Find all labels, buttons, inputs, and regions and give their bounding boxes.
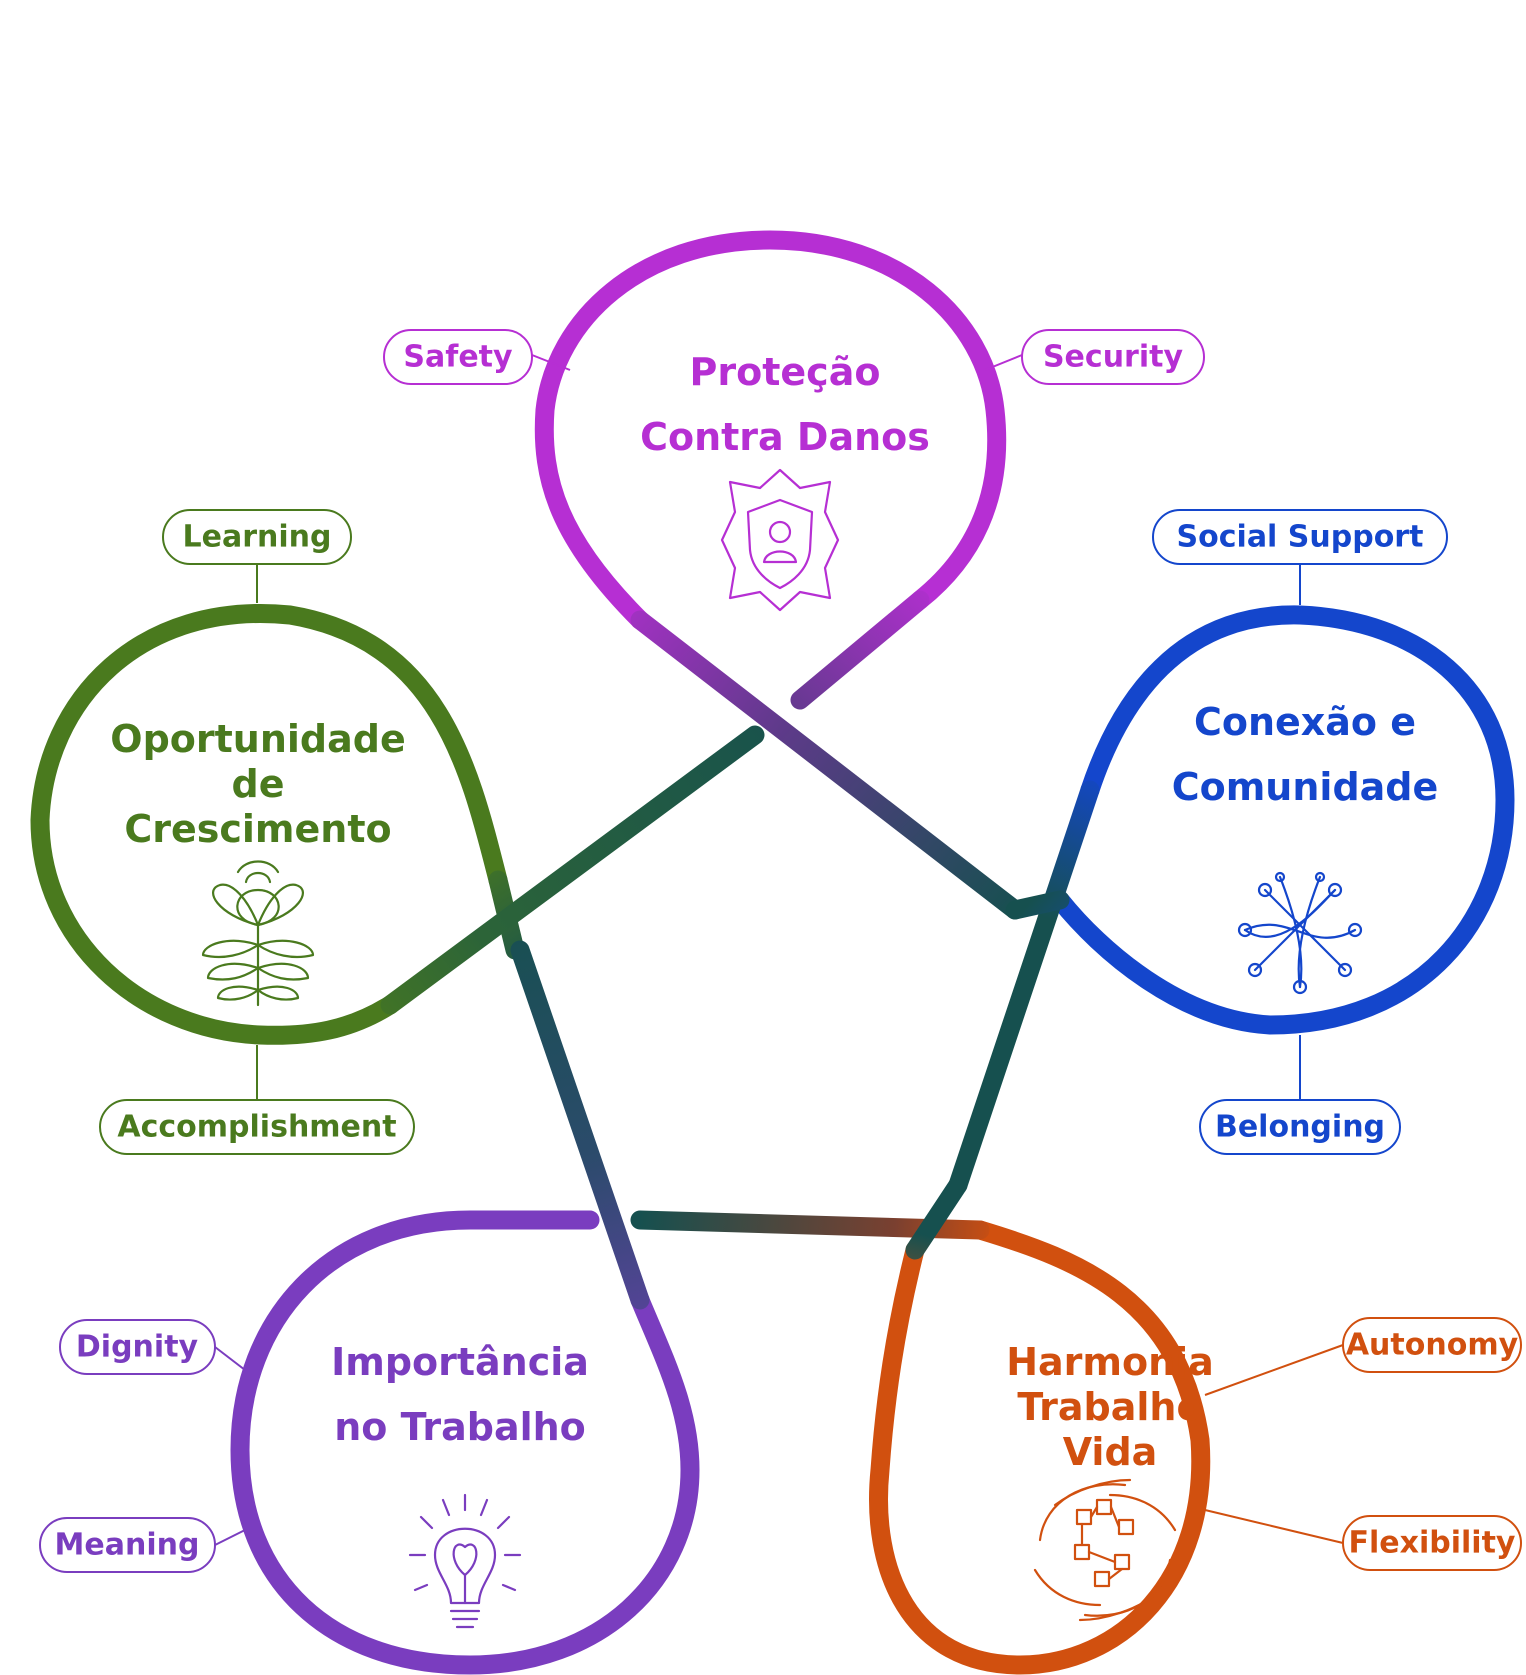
flow-blocks-icon [1033, 1478, 1177, 1622]
pill-autonomy-label: Autonomy [1346, 1328, 1519, 1363]
arrow-to-security [880, 14, 1113, 305]
security-connector [984, 354, 1023, 371]
pill-meaning: Meaning [39, 1517, 216, 1573]
pill-flexibility: Flexibility [1342, 1515, 1522, 1571]
pill-social-support-label: Social Support [1177, 520, 1424, 555]
conexao-title-line1: Conexão e [1194, 700, 1416, 744]
pill-flexibility-label: Flexibility [1349, 1526, 1516, 1561]
harmonia-title-line1: Harmonia [1006, 1340, 1214, 1384]
pill-dignity-label: Dignity [76, 1330, 199, 1365]
pill-accomplishment: Accomplishment [99, 1099, 415, 1155]
oportunidade-loop-cross-leg [380, 725, 765, 1015]
conexao-title-line2: Comunidade [1172, 765, 1439, 809]
shield-person-icon [720, 468, 840, 612]
importancia-title-line2: no Trabalho [334, 1405, 586, 1449]
attribute-pills: Safety Security Learning Accomplishment … [39, 329, 1522, 1573]
harmonia-title-line2: Trabalho [1017, 1385, 1202, 1429]
pill-social-support: Social Support [1152, 509, 1448, 565]
safety-connector [531, 354, 571, 371]
harmonia-loop-inner-leg [905, 1175, 968, 1260]
importancia-title-line1: Importância [331, 1340, 589, 1384]
oportunidade-title-line3: Crescimento [124, 807, 391, 851]
conexao-loop-outer-leg [1005, 890, 1070, 920]
pill-meaning-label: Meaning [55, 1528, 200, 1563]
meaning-connector [214, 1529, 246, 1546]
importancia-loop-arc [230, 1210, 700, 1675]
top-arrows [452, 14, 1123, 308]
pill-belonging: Belonging [1199, 1099, 1401, 1155]
pill-safety-label: Safety [403, 340, 513, 375]
autonomy-connector [1204, 1344, 1344, 1396]
harmonia-title-line3: Vida [1063, 1430, 1158, 1474]
pill-learning-label: Learning [183, 520, 332, 555]
network-icon [1237, 871, 1363, 995]
pill-safety: Safety [383, 329, 533, 385]
arrowhead-right [1103, 293, 1123, 308]
protecao-loop-arc [534, 230, 1007, 630]
pill-security-label: Security [1043, 340, 1184, 375]
pill-learning: Learning [162, 509, 352, 565]
flexibility-connector [1204, 1509, 1344, 1544]
oportunidade-title-line1: Oportunidade [110, 717, 405, 761]
oportunidade-loop-arc [30, 604, 508, 1045]
arrowhead-left [452, 293, 472, 308]
protecao-title-line1: Proteção [690, 350, 881, 394]
conexao-loop-arc [1050, 605, 1515, 1035]
lightbulb-icon [408, 1493, 522, 1629]
loop-titles: Proteção Contra Danos Conexão e Comunida… [110, 350, 1438, 1474]
importancia-loop-cross-leg [510, 940, 650, 1310]
protecao-loop-right-leg [790, 590, 930, 710]
pill-accomplishment-label: Accomplishment [117, 1110, 396, 1145]
pill-autonomy: Autonomy [1342, 1317, 1522, 1373]
pill-belonging-label: Belonging [1215, 1110, 1385, 1145]
protecao-title-line2: Contra Danos [640, 415, 930, 459]
protecao-loop-left-leg [630, 610, 1025, 920]
pill-dignity: Dignity [59, 1319, 216, 1375]
loop-strands [30, 230, 1515, 1675]
harmonia-loop-arc [869, 1220, 1211, 1675]
pill-security: Security [1021, 329, 1205, 385]
dignity-connector [214, 1346, 246, 1371]
oportunidade-title-line2: de [232, 762, 285, 806]
conexao-loop-inner-leg [948, 780, 1100, 1195]
growing-plant-icon [201, 860, 315, 1007]
